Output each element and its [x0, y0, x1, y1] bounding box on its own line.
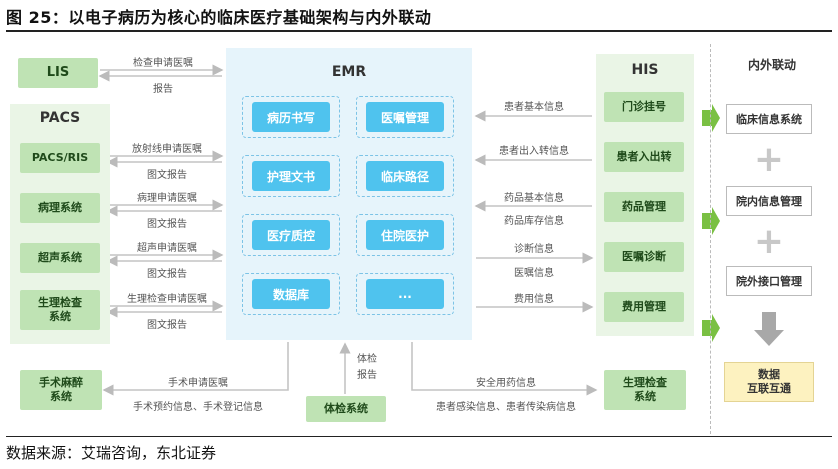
plus-icon: +: [753, 221, 785, 262]
link-label: 生理检查申请医嘱: [127, 294, 207, 305]
emr-module-frame: [356, 155, 454, 197]
emr-module-inpatient-care: 住院医护: [366, 220, 444, 250]
emr-module-frame: [356, 273, 454, 315]
emr-module-frame: [242, 155, 340, 197]
top-rule: [6, 30, 832, 32]
inner-outer-panel: [710, 44, 830, 434]
his-order-diagnosis: 医嘱诊断: [604, 242, 684, 272]
emr-module-frame: [242, 96, 340, 138]
physical-exam-system-box: 体检系统: [306, 396, 386, 422]
link-label: 诊断信息: [514, 244, 554, 255]
emr-module-frame: [356, 96, 454, 138]
lis-box: LIS: [18, 58, 98, 88]
physio-exam-box: 生理检查 系统: [20, 290, 100, 330]
his-outpatient-registration: 门诊挂号: [604, 92, 684, 122]
link-label: 费用信息: [514, 294, 554, 305]
his-title: HIS: [631, 62, 659, 78]
emr-title: EMR: [331, 64, 367, 80]
emr-module-nursing-docs: 护理文书: [252, 161, 330, 191]
link-label: 图文报告: [147, 320, 187, 331]
link-label: 体检: [357, 354, 377, 365]
link-label: 病理申请医嘱: [137, 193, 197, 204]
link-label: 检查申请医嘱: [133, 58, 193, 69]
link-label: 药品库存信息: [504, 216, 564, 227]
his-patient-admission: 患者入出转: [604, 142, 684, 172]
pacs-title: PACS: [39, 110, 81, 126]
emr-module-database: 数据库: [252, 279, 330, 309]
link-label: 患者感染信息、患者传染病信息: [436, 402, 576, 413]
plus-icon: +: [753, 139, 785, 180]
link-label: 图文报告: [147, 170, 187, 181]
emr-module-medical-record-writing: 病历书写: [252, 102, 330, 132]
link-label: 手术预约信息、手术登记信息: [133, 402, 263, 413]
emr-module-quality-control: 医疗质控: [252, 220, 330, 250]
link-label: 药品基本信息: [504, 193, 564, 204]
link-label: 图文报告: [147, 219, 187, 230]
pacs-ris-box: PACS/RIS: [20, 143, 100, 173]
in-hospital-info-box: 院内信息管理: [726, 186, 812, 216]
his-fee-management: 费用管理: [604, 292, 684, 322]
inner-outer-title: 内外联动: [747, 58, 796, 72]
link-label: 患者出入转信息: [499, 146, 569, 157]
link-label: 图文报告: [147, 269, 187, 280]
link-label: 手术申请医嘱: [168, 378, 228, 389]
emr-module-frame: [356, 214, 454, 256]
link-label: 超声申请医嘱: [137, 243, 197, 254]
link-label: 报告: [357, 370, 377, 381]
clinical-info-system-box: 临床信息系统: [726, 104, 812, 134]
source-note: 数据来源：艾瑞咨询，东北证券: [6, 444, 217, 462]
link-label: 报告: [153, 84, 173, 95]
surgery-anesthesia-box: 手术麻醉 系统: [20, 370, 102, 410]
figure-title: 图 25：以电子病历为核心的临床医疗基础架构与内外联动: [6, 8, 432, 27]
external-interface-box: 院外接口管理: [726, 266, 812, 296]
link-label: 放射线申请医嘱: [132, 144, 202, 155]
emr-module-clinical-pathway: 临床路径: [366, 161, 444, 191]
link-label: 患者基本信息: [504, 102, 564, 113]
link-label: 医嘱信息: [514, 268, 554, 279]
emr-module-more: ...: [366, 279, 444, 309]
pathology-system-box: 病理系统: [20, 193, 100, 223]
physio-exam-right-box: 生理检查 系统: [604, 370, 686, 410]
data-interconnection-box: 数据 互联互通: [724, 362, 814, 402]
emr-module-order-management: 医嘱管理: [366, 102, 444, 132]
link-label: 安全用药信息: [476, 378, 536, 389]
ultrasound-system-box: 超声系统: [20, 243, 100, 273]
emr-module-frame: [242, 273, 340, 315]
emr-module-frame: [242, 214, 340, 256]
his-drug-management: 药品管理: [604, 192, 684, 222]
bottom-rule: [6, 436, 832, 437]
